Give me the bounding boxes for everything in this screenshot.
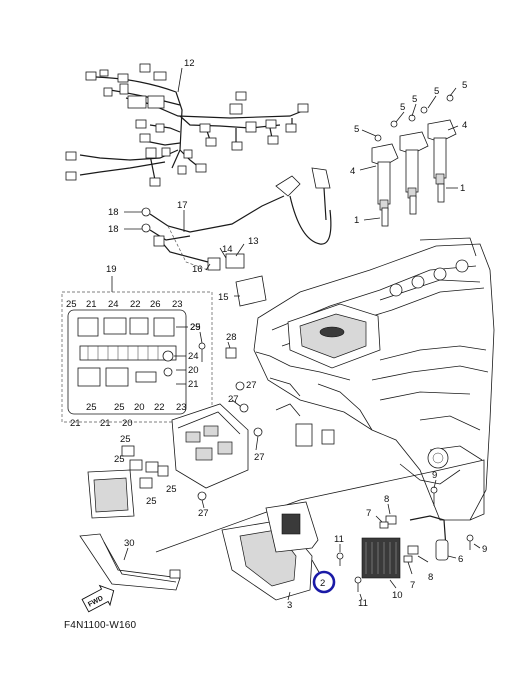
callout-25a: 25 (66, 299, 77, 310)
callout-1b: 1 (354, 215, 359, 226)
callout-9b: 9 (482, 544, 487, 555)
engine-block (253, 237, 495, 521)
callout-20b: 20 (134, 402, 145, 413)
callout-25e: 25 (120, 434, 131, 445)
callout-11a: 11 (334, 534, 344, 545)
callout-22b: 22 (154, 402, 165, 413)
callout-29: 29 (190, 322, 201, 333)
callout-21d: 21 (100, 418, 111, 429)
callout-12: 12 (184, 58, 195, 69)
ignition-coils (371, 94, 457, 227)
fuse-box-outline (61, 291, 213, 423)
callout-22a: 22 (130, 299, 141, 310)
callout-21a: 21 (86, 299, 97, 310)
callout-9a: 9 (432, 470, 437, 481)
ecu-cover (221, 501, 319, 601)
callout-13: 13 (248, 236, 259, 247)
callout-15: 15 (218, 292, 229, 303)
fasteners-left (197, 342, 263, 501)
callout-24b: 24 (188, 351, 199, 362)
strap (79, 533, 181, 591)
callout-27b: 27 (228, 394, 239, 405)
callout-20a: 20 (188, 365, 199, 376)
callout-4a: 4 (462, 120, 467, 131)
callout-24a: 24 (108, 299, 119, 310)
callout-8a: 8 (384, 494, 389, 505)
callout-17: 17 (177, 200, 188, 211)
callout-14: 14 (222, 244, 233, 255)
callout-21c: 21 (70, 418, 81, 429)
callout-23a: 23 (172, 299, 183, 310)
callout-7a: 7 (366, 508, 371, 519)
callout-5a: 5 (462, 80, 467, 91)
wire-harness (65, 63, 309, 187)
callout-5b: 5 (434, 86, 439, 97)
callout-1a: 1 (460, 183, 465, 194)
callout-18b: 18 (108, 224, 119, 235)
highlight-ring-part-2[interactable] (312, 570, 336, 594)
callout-25b: 25 (190, 322, 201, 333)
callout-27c: 27 (254, 452, 265, 463)
callout-25f: 25 (114, 454, 125, 465)
diagram-code: F4N1100-W160 (64, 620, 137, 631)
callout-18a: 18 (108, 207, 119, 218)
callout-26: 26 (150, 299, 161, 310)
callout-11b: 11 (358, 598, 368, 609)
callout-30: 30 (124, 538, 135, 549)
callout-16: 16 (192, 264, 203, 275)
callout-27a: 27 (246, 380, 257, 391)
callout-21b: 21 (188, 379, 199, 390)
callout-2[interactable]: 2 (320, 578, 325, 589)
callout-27d: 27 (198, 508, 209, 519)
callout-7b: 7 (410, 580, 415, 591)
callout-20c: 20 (122, 418, 133, 429)
rectifier-regulator (336, 486, 474, 592)
callout-3: 3 (287, 600, 292, 611)
callout-25d: 25 (114, 402, 125, 413)
callout-10: 10 (392, 590, 403, 601)
fuse-box (67, 309, 187, 415)
callout-5d: 5 (400, 102, 405, 113)
sensor-harness (141, 167, 332, 307)
callout-28: 28 (226, 332, 237, 343)
ecu-unit (87, 403, 249, 519)
callout-5e: 5 (354, 124, 359, 135)
callout-25g: 25 (166, 484, 177, 495)
callout-5c: 5 (412, 94, 417, 105)
callout-8b: 8 (428, 572, 433, 583)
callout-23b: 23 (176, 402, 187, 413)
callout-25c: 25 (86, 402, 97, 413)
callout-6: 6 (458, 554, 463, 565)
callout-4b: 4 (350, 166, 355, 177)
callout-25h: 25 (146, 496, 157, 507)
fwd-arrow: FWD (81, 584, 115, 613)
callout-19: 19 (106, 264, 117, 275)
